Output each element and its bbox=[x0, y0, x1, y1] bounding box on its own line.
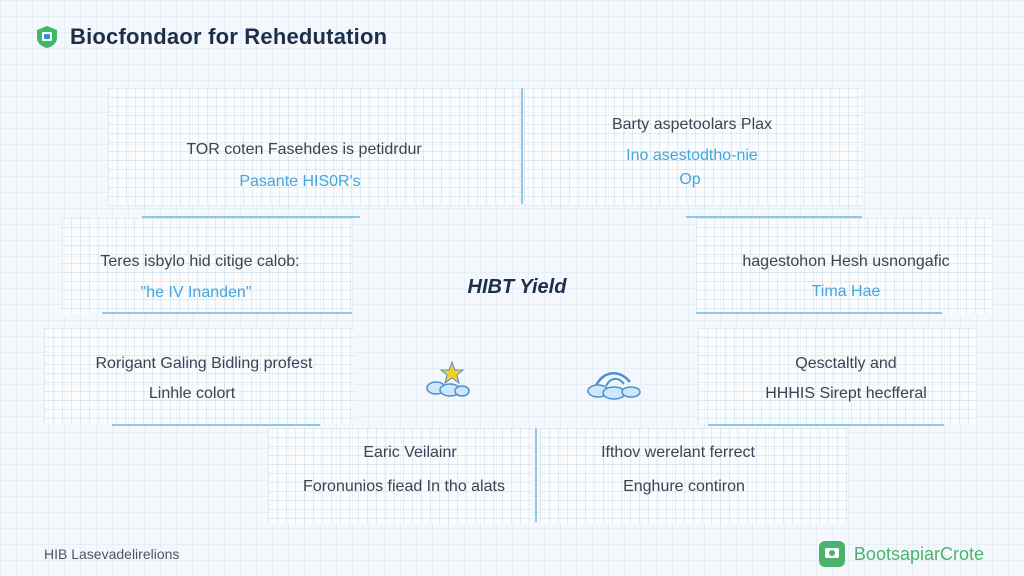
panel-bottom-left bbox=[268, 428, 532, 524]
node-bottom-right-line2: Enghure contiron bbox=[623, 478, 745, 495]
node-low-right-line2: HHHIS Sirept hecfferal bbox=[765, 385, 927, 402]
node-bottom-right-line1: Ifthov werelant ferrect bbox=[601, 444, 755, 461]
connector-low-right-under bbox=[708, 424, 944, 426]
panel-top-right bbox=[524, 88, 862, 206]
connector-top-left-under bbox=[142, 216, 360, 218]
node-top-right-line3: Op bbox=[679, 171, 701, 188]
page-title: Biocfondaor for Rehedutation bbox=[70, 24, 388, 49]
node-mid-right-line1: hagestohon Hesh usnongafic bbox=[742, 253, 950, 270]
panel-mid-left bbox=[62, 218, 352, 314]
panel-low-right bbox=[698, 328, 976, 424]
brand-name: BootsapiarCrote bbox=[853, 543, 984, 564]
connector-mid-right-under bbox=[696, 312, 942, 314]
panel-mid-right bbox=[696, 218, 992, 314]
node-top-right-line1: Barty aspetoolars Plax bbox=[611, 116, 773, 133]
panel-bottom-right bbox=[540, 428, 848, 524]
node-low-right-line1: Qesctaltly and bbox=[795, 355, 897, 372]
node-top-left-line2: Pasante HIS0R's bbox=[239, 173, 361, 190]
connector-mid-left-under bbox=[102, 312, 352, 314]
node-mid-left-line2: "he IV Inanden" bbox=[140, 284, 252, 301]
header: Biocfondaor for Rehedutation bbox=[36, 24, 387, 50]
node-bottom-left-line1: Earic Veilainr bbox=[363, 444, 457, 461]
connector-top-right-under bbox=[686, 216, 862, 218]
footer-caption: HIB Lasevadelirelions bbox=[44, 546, 180, 562]
wave-cloud-icon bbox=[587, 372, 641, 400]
node-low-left-line1: Rorigant Galing Bidling profest bbox=[95, 355, 313, 372]
panel-top-left bbox=[108, 88, 518, 206]
node-top-right-line2: Ino asestodtho-nie bbox=[626, 147, 758, 164]
node-top-left-line1: TOR coten Fasehdes is petidrdur bbox=[186, 141, 422, 158]
star-cloud-icon bbox=[426, 360, 470, 397]
node-bottom-left-line2: Foronunios fiead In tho alats bbox=[303, 478, 505, 495]
brand-logo-icon bbox=[818, 541, 845, 567]
center-node-label: HIBT Yield bbox=[467, 276, 567, 298]
shield-logo-icon bbox=[37, 26, 57, 48]
connector-top-vertical bbox=[521, 88, 523, 204]
node-mid-left-line1: Teres isbylo hid citige calob: bbox=[100, 253, 300, 270]
panel-low-left bbox=[44, 328, 354, 424]
node-low-left-line2: Linhle colort bbox=[148, 385, 236, 402]
connector-low-left-under bbox=[112, 424, 320, 426]
node-mid-right-line2: Tima Hae bbox=[811, 283, 881, 300]
footer-brand: BootsapiarCrote bbox=[818, 540, 984, 568]
connector-bottom-vertical bbox=[535, 428, 537, 522]
